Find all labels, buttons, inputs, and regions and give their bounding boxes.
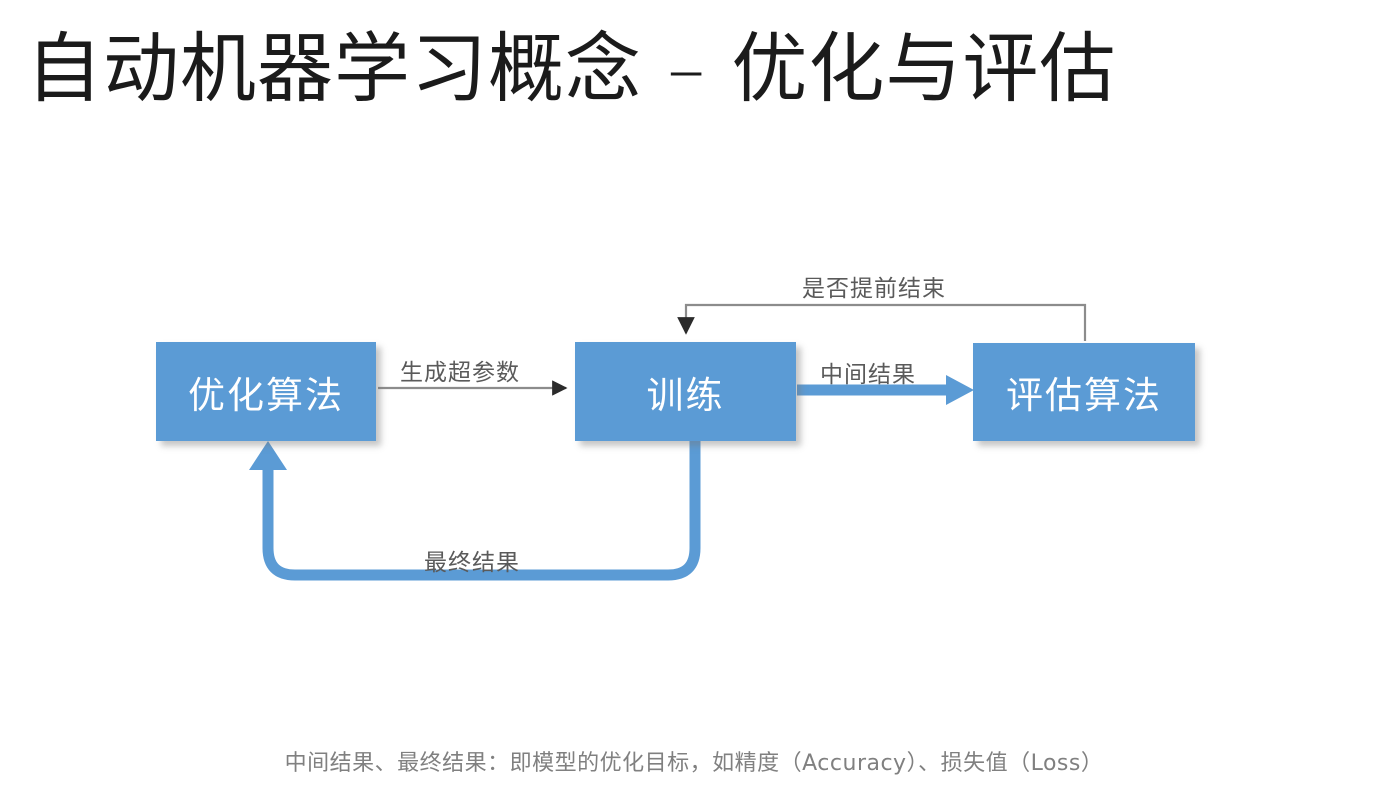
edge-early-stop: [677, 303, 1087, 341]
footer-note: 中间结果、最终结果：即模型的优化目标，如精度（Accuracy）、损失值（Los…: [284, 751, 1104, 776]
edge-label-final-result: 最终结果: [424, 550, 520, 576]
edge-label-early-stop: 是否提前结束: [802, 276, 946, 302]
node-training[interactable]: 训练: [575, 342, 796, 441]
edge-final-result: [249, 441, 701, 581]
node-optimizer-algorithm[interactable]: 优化算法: [156, 342, 376, 441]
edge-intermediate-result: [797, 375, 974, 405]
node-optimizer-label: 优化算法: [188, 373, 344, 417]
edge-label-intermediate-result: 中间结果: [820, 362, 916, 388]
node-training-label: 训练: [646, 373, 725, 417]
edge-label-gen-hyperparams: 生成超参数: [400, 360, 520, 386]
node-evaluation-algorithm[interactable]: 评估算法: [973, 343, 1195, 441]
page-title: 自动机器学习概念 – 优化与评估: [26, 24, 1117, 113]
node-evaluator-label: 评估算法: [1006, 374, 1162, 417]
